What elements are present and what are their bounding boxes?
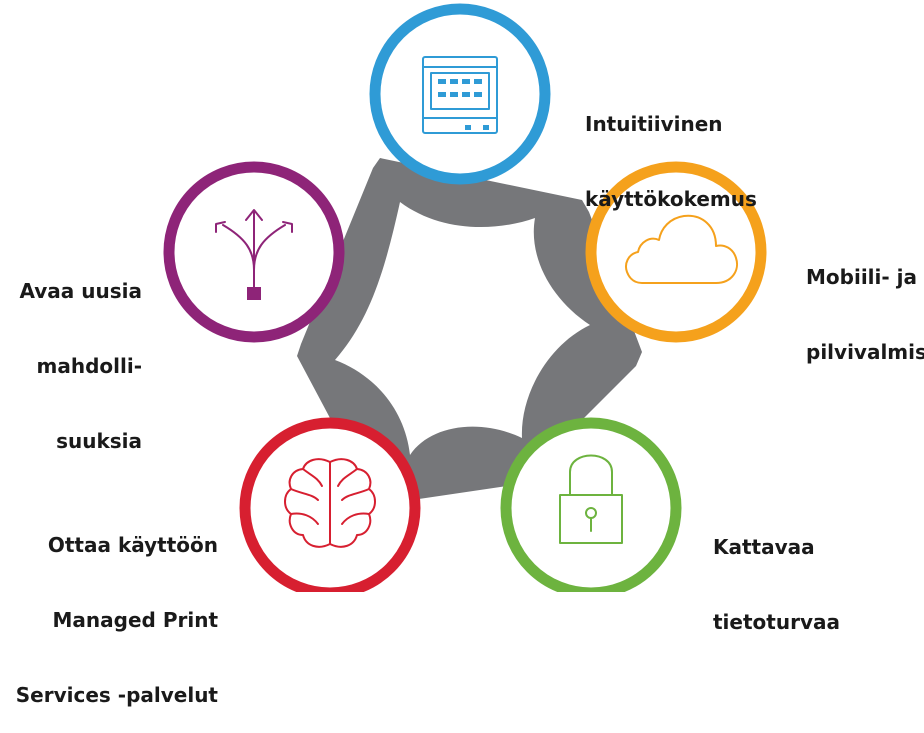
label-line: tietoturvaa xyxy=(713,610,840,634)
feature-circle-security xyxy=(500,417,682,592)
label-line: Intuitiivinen xyxy=(585,112,723,136)
cloud-icon xyxy=(625,214,738,284)
label-line: Mobiili- ja xyxy=(806,265,917,289)
label-mps: Ottaa käyttöön Managed Print Services -p… xyxy=(0,483,218,733)
branching-arrows-icon xyxy=(215,209,293,291)
touchscreen-icon xyxy=(422,56,498,134)
label-line: pilvivalmis xyxy=(806,340,924,364)
feature-circle-mps xyxy=(239,417,421,592)
label-security: Kattavaa tietoturvaa xyxy=(713,485,840,660)
label-line: käyttökokemus xyxy=(585,187,757,211)
label-line: Ottaa käyttöön xyxy=(47,533,218,557)
padlock-icon xyxy=(559,454,623,544)
feature-circle-ux xyxy=(369,3,551,185)
central-star-ring xyxy=(297,158,642,504)
label-cloud: Mobiili- ja pilvivalmis xyxy=(806,215,924,390)
label-ux: Intuitiivinen käyttökokemus xyxy=(585,62,757,237)
origin-square xyxy=(247,287,261,300)
label-line: mahdolli- xyxy=(36,354,143,378)
label-opportunities: Avaa uusia mahdolli- suuksia xyxy=(0,229,143,479)
feature-circle-opportunities xyxy=(163,161,345,343)
label-line: Avaa uusia xyxy=(19,279,143,303)
label-line: suuksia xyxy=(56,429,142,453)
label-line: Services -palvelut xyxy=(15,683,218,707)
label-line: Kattavaa xyxy=(713,535,815,559)
brain-icon xyxy=(284,458,376,548)
screen-buttons xyxy=(438,79,489,130)
label-line: Managed Print xyxy=(52,608,218,632)
diagram-canvas xyxy=(163,3,767,592)
feature-circle-cloud xyxy=(585,161,767,343)
